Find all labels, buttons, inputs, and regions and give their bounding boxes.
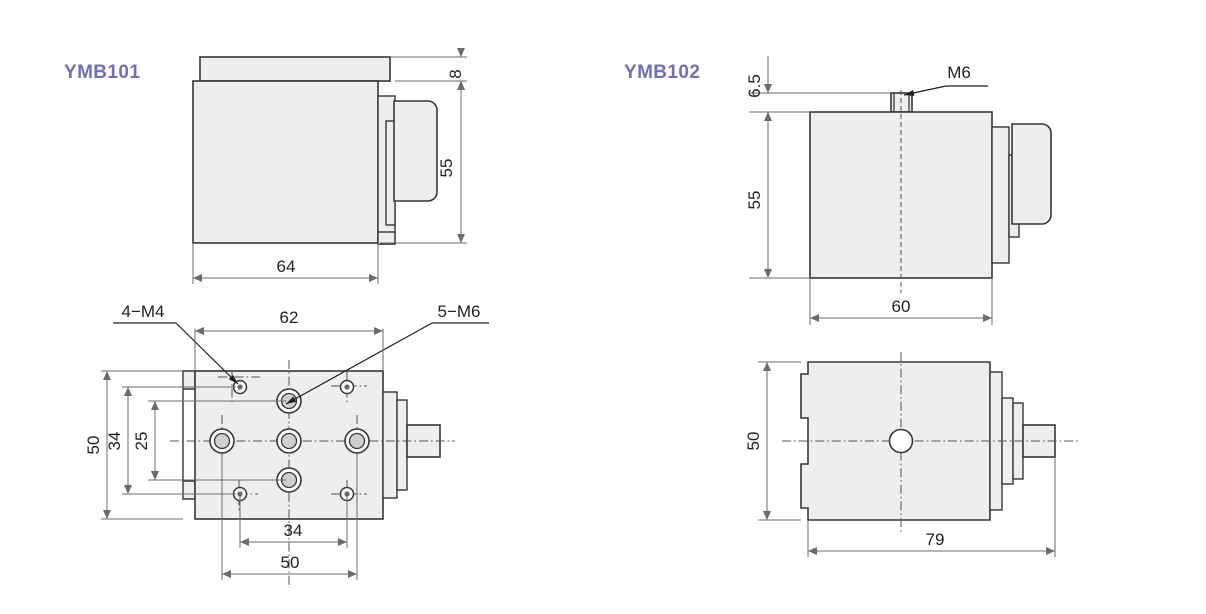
- dimension-25-vertical: 25: [132, 400, 286, 481]
- dimension-34-horizontal-text: 34: [284, 521, 303, 540]
- dimension-34-horizontal: 34: [239, 494, 348, 548]
- ymb102-rear-flange: [991, 126, 1010, 264]
- ymb102-dimension-50: 50: [744, 361, 801, 521]
- ymb102-dimension-79-text: 79: [926, 530, 945, 549]
- hole-m4-top-right-bore: [344, 384, 350, 390]
- dimension-60-text: 60: [892, 297, 911, 316]
- ymb102-plan-view: 50 79: [744, 352, 1080, 557]
- part-ymb102: YMB102 6.5: [624, 56, 1080, 557]
- dimension-62-text: 62: [280, 308, 299, 327]
- ymb101-side-view: 8 55 64: [192, 48, 467, 284]
- plan-flange-2: [396, 399, 408, 491]
- dimension-50-vertical-text: 50: [84, 436, 103, 455]
- dimension-60: 60: [809, 278, 993, 325]
- ymb101-plan-view: 4−M4 5−M6 62 50: [84, 302, 489, 588]
- plan-flange-1: [382, 391, 398, 499]
- dimension-50-horizontal-text: 50: [281, 553, 300, 572]
- part-label-ymb101: YMB101: [64, 62, 140, 83]
- part-label-ymb102: YMB102: [624, 62, 700, 83]
- top-plate: [199, 56, 391, 82]
- hole-m4-top-left-bore: [237, 384, 243, 390]
- dimension-50-vertical: 50: [84, 370, 183, 520]
- dimension-55-b: 55: [745, 111, 810, 279]
- dimension-34-vertical: 34: [105, 386, 236, 495]
- connector-cap: [393, 100, 438, 202]
- dimension-25-vertical-text: 25: [132, 432, 151, 451]
- dimension-34-vertical-text: 34: [105, 432, 124, 451]
- ymb102-connector-cap: [1011, 123, 1052, 225]
- dimension-64-text: 64: [277, 257, 296, 276]
- dimension-55-b-text: 55: [745, 191, 764, 210]
- dimension-64: 64: [192, 243, 379, 284]
- hole-m6-center-bore: [280, 432, 298, 450]
- callout-m6-text: M6: [947, 63, 971, 82]
- rear-flange-foot: [377, 231, 396, 245]
- dimension-6-5-text: 6.5: [745, 74, 764, 98]
- main-body: [192, 80, 379, 244]
- ymb102-dimension-50-text: 50: [744, 432, 763, 451]
- callout-5-m6-text: 5−M6: [438, 302, 481, 321]
- dimension-55-a: 55: [380, 80, 467, 244]
- ymb102-dimension-79: 79: [807, 457, 1056, 557]
- hole-m6-right-bore: [348, 432, 366, 450]
- dimension-50-horizontal: 50: [221, 455, 358, 580]
- callout-4-m4: 4−M4: [113, 302, 239, 385]
- dimension-62: 62: [194, 308, 384, 371]
- hole-m6-left-bore: [213, 432, 231, 450]
- callout-m6: M6: [903, 63, 988, 96]
- dimension-8-text: 8: [446, 69, 465, 78]
- dimension-55-a-text: 55: [437, 159, 456, 178]
- callout-5-m6: 5−M6: [285, 302, 489, 405]
- ymb102-side-view: 6.5 55 60 M6: [745, 56, 1052, 325]
- part-ymb101: YMB101 8: [64, 48, 489, 588]
- callout-4-m4-text: 4−M4: [122, 302, 165, 321]
- ymb102-center-hole: [888, 428, 914, 454]
